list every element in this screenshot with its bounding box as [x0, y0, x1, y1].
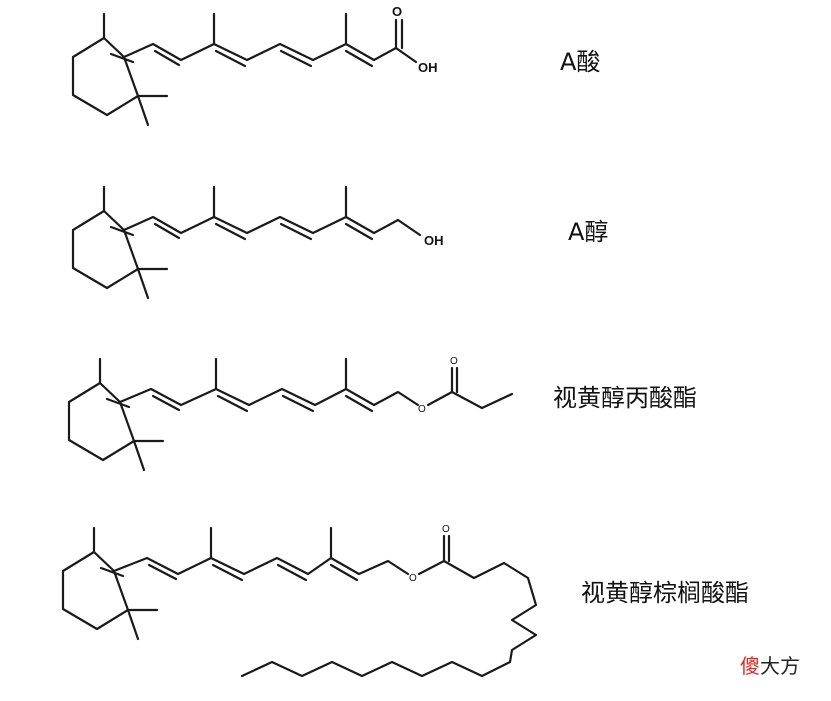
ester-oxygen-label: O	[418, 404, 426, 415]
compound-name-retinyl-propionate: 视黄醇丙酸酯	[553, 384, 697, 412]
carbonyl-oxygen-label: O	[442, 524, 450, 535]
watermark-logo: 傻大方	[740, 650, 800, 679]
retinyl-palmitate-structure: O O	[61, 524, 538, 678]
cyclohexene-ring	[71, 185, 169, 300]
watermark-accent: 傻	[740, 654, 760, 678]
polyene-chain	[122, 185, 422, 241]
cyclohexene-ring	[67, 357, 165, 472]
propionate-ester: O O	[418, 356, 514, 415]
hydroxyl-label: OH	[424, 233, 444, 248]
carbonyl-oxygen-label: O	[450, 356, 458, 367]
retinol-structure: OH	[71, 185, 444, 300]
polyene-chain	[118, 357, 420, 413]
carbonyl-oxygen-label: O	[392, 4, 402, 19]
retinyl-propionate-structure: O O	[67, 356, 514, 472]
retinoic-acid-structure: O OH	[71, 4, 438, 127]
compound-name-retinyl-palmitate: 视黄醇棕榈酸酯	[581, 579, 749, 607]
palmitate-ester: O O	[240, 524, 538, 678]
cyclohexene-ring	[71, 12, 169, 127]
polyene-chain	[112, 526, 410, 582]
compound-name-retinol: A醇	[568, 218, 609, 246]
ester-oxygen-label: O	[409, 573, 417, 584]
cyclohexene-ring	[61, 526, 159, 641]
watermark-text: 大方	[760, 654, 800, 678]
polyene-chain	[122, 12, 398, 68]
carboxyl-group: O OH	[392, 4, 438, 75]
hydroxyl-label: OH	[418, 60, 438, 75]
compound-name-retinoic-acid: A酸	[560, 48, 601, 76]
